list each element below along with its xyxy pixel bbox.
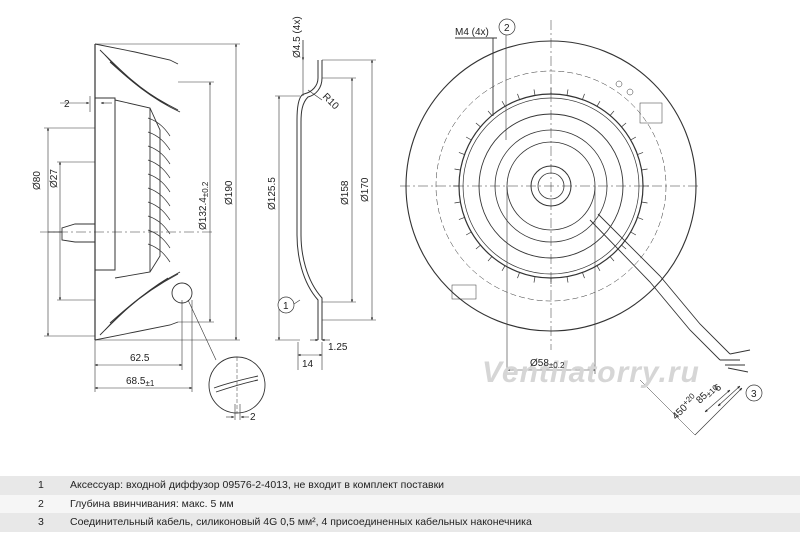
dim-d132: Ø132.4±0.2 <box>198 181 210 230</box>
dim-1-25: 1.25 <box>328 342 348 353</box>
note-number: 1 <box>38 479 44 492</box>
ring-tick <box>517 93 520 100</box>
ring-tick <box>596 100 601 107</box>
ring-tick <box>475 122 481 128</box>
ring-tick <box>487 110 493 116</box>
ring-tick <box>501 265 506 272</box>
ring-tick <box>475 244 481 250</box>
ring-tick <box>458 217 465 220</box>
watermark: Ventilatorry.ru <box>482 356 700 389</box>
ring-tick <box>630 136 637 141</box>
ring-tick <box>637 217 644 220</box>
ring-tick <box>501 100 506 107</box>
ring-tick <box>582 272 585 279</box>
note-row: 3 Соединительный кабель, силиконовый 4G … <box>0 513 800 532</box>
ring-tick <box>458 152 465 155</box>
callout-2: 2 <box>504 23 510 34</box>
ring-tick <box>533 89 536 96</box>
technical-drawing: Ventilatorry.ru 2 Ø80 Ø27 Ø132.4±0.2 Ø19… <box>32 16 763 436</box>
side-view-dimensions <box>44 43 249 420</box>
blade-ring-ticks <box>453 88 649 284</box>
dim-2-detail: 2 <box>250 412 256 423</box>
note-text: Глубина ввинчивания: макс. 5 мм <box>70 497 234 510</box>
callout-3: 3 <box>751 389 757 400</box>
dim-68-5: 68.5±1 <box>126 376 155 388</box>
ring-tick <box>621 244 627 250</box>
dim-d27: Ø27 <box>49 169 60 188</box>
note-row: 1 Аксессуар: входной диффузор 09576-2-40… <box>0 476 800 495</box>
dim-m4: M4 (4x) <box>455 27 489 38</box>
ring-tick <box>533 276 536 283</box>
ring-tick <box>630 231 637 236</box>
ring-tick <box>517 272 520 279</box>
ring-tick <box>609 256 615 262</box>
callout-3-circle <box>745 384 763 402</box>
callout-1: 1 <box>283 301 289 312</box>
note-text: Соединительный кабель, силиконовый 4G 0,… <box>70 516 532 529</box>
ring-tick <box>454 168 461 171</box>
dim-d80: Ø80 <box>32 171 43 190</box>
note-number: 3 <box>38 516 44 529</box>
section-view <box>296 40 323 340</box>
notes-table: 1 Аксессуар: входной диффузор 09576-2-40… <box>0 476 800 532</box>
ring-tick <box>465 136 472 141</box>
dim-d190: Ø190 <box>224 180 235 205</box>
ring-tick <box>637 152 644 155</box>
note-row: 2 Глубина ввинчивания: макс. 5 мм <box>0 494 800 513</box>
dim-d158: Ø158 <box>340 180 351 205</box>
dim-14: 14 <box>302 359 314 370</box>
dim-r10: R10 <box>320 91 341 112</box>
ring-tick <box>621 122 627 128</box>
note-number: 2 <box>38 497 44 510</box>
ring-tick <box>566 89 569 96</box>
ring-tick <box>465 231 472 236</box>
side-view <box>40 43 266 414</box>
front-view-dimensions <box>506 186 743 436</box>
dim-d170: Ø170 <box>360 177 371 202</box>
ring-tick <box>596 265 601 272</box>
ring-tick <box>641 201 648 204</box>
callout-2-circle <box>498 18 516 36</box>
ring-tick <box>487 256 493 262</box>
dim-2-top: 2 <box>64 99 70 110</box>
dim-d125-5: Ø125.5 <box>267 177 278 210</box>
ring-tick <box>641 168 648 171</box>
front-view <box>400 20 751 373</box>
ring-tick <box>582 93 585 100</box>
ring-tick <box>609 110 615 116</box>
dim-hole: Ø4.5 (4x) <box>292 16 303 58</box>
dim-62-5: 62.5 <box>130 353 150 364</box>
dim-450: 450+20 <box>669 391 700 422</box>
ring-tick <box>566 276 569 283</box>
callout-1-circle <box>277 296 295 314</box>
dim-d58: Ø58±0.2 <box>530 358 565 370</box>
ring-tick <box>454 201 461 204</box>
note-text: Аксессуар: входной диффузор 09576-2-4013… <box>70 479 445 492</box>
section-view-dimensions <box>275 40 376 370</box>
